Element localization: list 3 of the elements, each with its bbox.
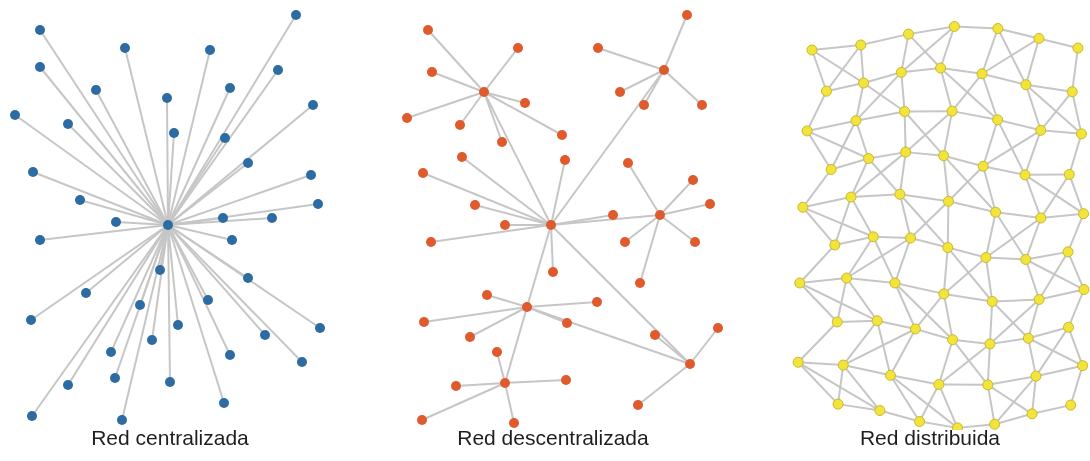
caption: Red descentralizada — [456, 426, 650, 450]
caption: Red centralizada — [90, 426, 250, 450]
caption: Red distribuida — [858, 426, 1002, 450]
